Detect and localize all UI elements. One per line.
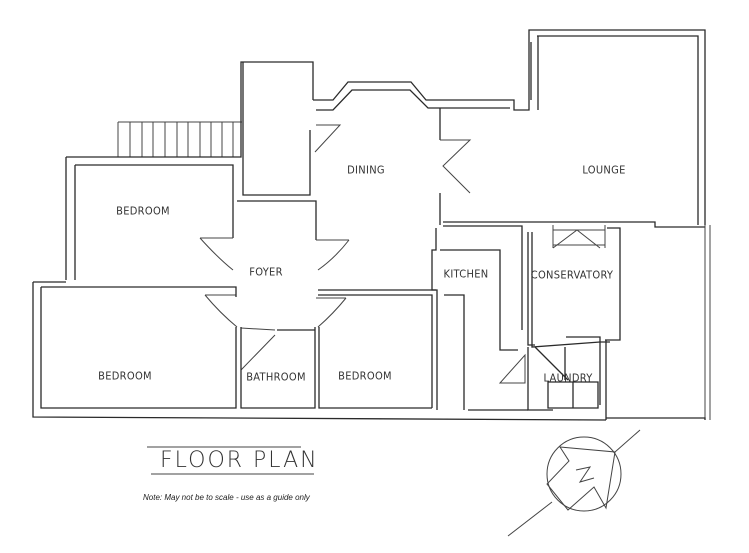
room-label-kitchen: KITCHEN <box>443 267 489 281</box>
room-label-bedroom-lower-left: BEDROOM <box>98 369 152 383</box>
room-label-lounge: LOUNGE <box>582 163 626 177</box>
kitchen-walls <box>431 228 535 410</box>
lounge-walls <box>443 221 711 420</box>
room-label-conservatory: CONSERVATORY <box>530 268 614 282</box>
room-label-bedroom-upper: BEDROOM <box>116 204 170 218</box>
room-label-bedroom-lower-middle: BEDROOM <box>338 369 392 383</box>
room-label-laundry: LAUNDRY <box>543 371 593 385</box>
lower-rooms-walls <box>32 281 607 421</box>
bedroom-upper-walls <box>65 61 317 280</box>
foyer-doors <box>199 237 350 371</box>
room-label-bathroom: BATHROOM <box>246 370 306 384</box>
room-label-foyer: FOYER <box>249 265 283 279</box>
scale-note: Note: May not be to scale - use as a gui… <box>143 493 310 502</box>
deck-stairs <box>117 121 242 157</box>
conservatory-laundry-walls <box>527 232 706 420</box>
room-label-dining: DINING <box>347 163 385 177</box>
plan-title: FLOOR PLAN <box>160 448 319 473</box>
title-rules <box>147 446 314 475</box>
compass-icon <box>507 429 641 537</box>
dining-walls <box>313 29 706 225</box>
